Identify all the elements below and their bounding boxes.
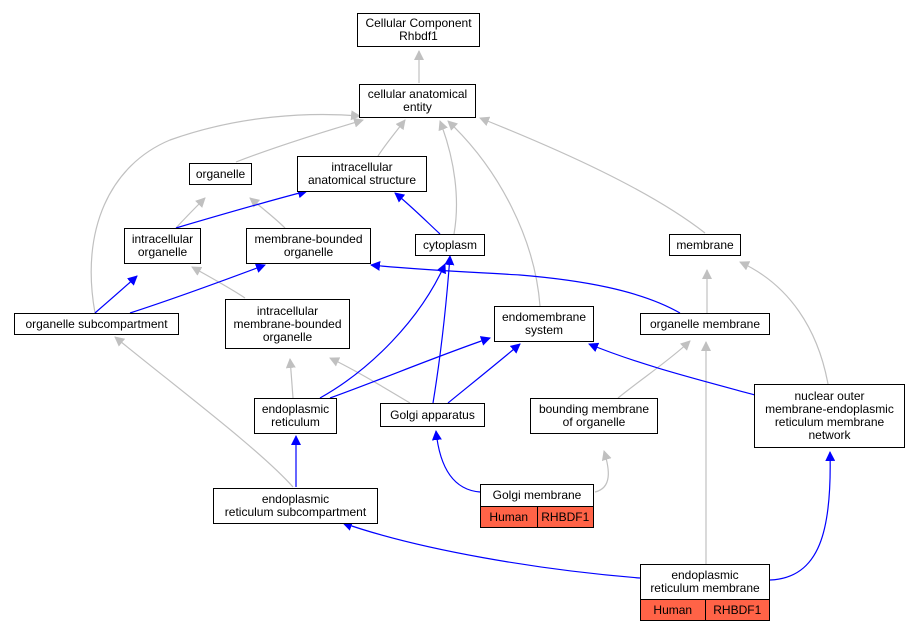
edge-imbo-iorg [191, 266, 246, 299]
edge-iorg-organelle [175, 197, 206, 229]
node-label: organelle membrane [649, 316, 761, 331]
edge-nom-membrane [739, 261, 829, 385]
node-label: reticulum [271, 415, 320, 429]
node-label: reticulum subcompartment [224, 505, 367, 519]
node-membrane[interactable]: membrane [669, 234, 741, 256]
node-label: reticulum membrane [650, 581, 760, 595]
annotation-species: Human [489, 510, 529, 524]
node-label: nuclear outer [794, 389, 865, 403]
node-label: membrane [676, 237, 734, 252]
annotation-golgi-membrane: Human RHBDF1 [480, 506, 594, 528]
edge-golgi-endo [447, 343, 521, 404]
node-golgi-membrane[interactable]: Golgi membrane [480, 484, 594, 507]
edge-membrane-cae [479, 116, 706, 234]
node-organelle-subcompartment[interactable]: organelle subcompartment [14, 313, 179, 335]
edge-ias-cae [377, 119, 406, 157]
node-golgi-apparatus[interactable]: Golgi apparatus [380, 403, 485, 427]
node-organelle[interactable]: organelle [189, 163, 252, 185]
annotation-gene: RHBDF1 [704, 600, 770, 620]
edge-organelle-cae [235, 117, 364, 163]
edge-golgi-imbo [329, 357, 411, 404]
edge-iorg-ias [175, 188, 308, 229]
edge-osub-iorg [94, 275, 138, 314]
node-label: of organelle [562, 415, 626, 429]
node-endoplasmic-reticulum-subcompartment[interactable]: endoplasmic reticulum subcompartment [213, 488, 378, 524]
node-label: intracellular [331, 160, 393, 174]
node-label: Golgi membrane [492, 488, 582, 502]
node-label: bounding membrane [538, 402, 650, 416]
edge-omem-mbo [370, 260, 681, 314]
edge-golgi-cytoplasm [432, 255, 455, 404]
annotation-gene: RHBDF1 [536, 507, 594, 527]
node-label: endomembrane [501, 310, 587, 324]
annotation-species: Human [653, 603, 693, 617]
edge-er-cytoplasm [319, 263, 446, 399]
edge-endo-cae [447, 120, 541, 307]
node-label: cytoplasm [422, 237, 478, 252]
node-label: endoplasmic [261, 492, 330, 506]
edge-osub-cae [90, 110, 361, 314]
edge-golgimem-bmo [594, 450, 612, 493]
node-label: Rhbdf1 [399, 29, 438, 43]
node-cytoplasm[interactable]: cytoplasm [415, 234, 485, 256]
node-label: reticulum membrane [774, 415, 885, 429]
node-label: network [808, 428, 851, 442]
node-endoplasmic-reticulum[interactable]: endoplasmic reticulum [254, 398, 337, 434]
node-intracellular-organelle[interactable]: intracellular organelle [124, 228, 201, 264]
node-label: organelle [137, 245, 188, 259]
edge-ermem-nom [769, 451, 836, 581]
node-label: membrane-endoplasmic [765, 402, 894, 416]
edge-er-endo [329, 336, 491, 399]
node-label: membrane-bounded [233, 316, 342, 331]
node-bounding-membrane-of-organelle[interactable]: bounding membrane of organelle [530, 398, 658, 434]
node-cellular-component-root[interactable]: Cellular Component Rhbdf1 [357, 13, 480, 47]
node-label: organelle subcompartment [25, 316, 168, 331]
node-label: system [524, 323, 563, 337]
node-label: organelle [262, 329, 313, 344]
node-intracellular-membrane-bounded-organelle[interactable]: intracellular membrane-bounded organelle [225, 299, 350, 349]
node-label: endoplasmic [671, 568, 739, 582]
node-label: organelle [195, 166, 246, 181]
node-cellular-anatomical-entity[interactable]: cellular anatomical entity [359, 84, 476, 118]
edge-er-imbo [285, 358, 296, 399]
node-label: organelle [283, 245, 334, 259]
node-label: cellular anatomical [367, 87, 468, 101]
node-intracellular-anatomical-structure[interactable]: intracellular anatomical structure [297, 156, 427, 192]
node-endomembrane-system[interactable]: endomembrane system [494, 306, 594, 342]
node-label: anatomical structure [307, 173, 417, 187]
node-label: membrane-bounded [254, 232, 363, 246]
node-label: intracellular [256, 303, 319, 318]
edge-mbo-organelle [249, 197, 286, 229]
node-label: Cellular Component [365, 16, 472, 30]
node-organelle-membrane[interactable]: organelle membrane [640, 313, 770, 335]
annotation-er-membrane: Human RHBDF1 [640, 599, 770, 621]
node-label: Golgi apparatus [390, 407, 475, 422]
edge-cytoplasm-cae [438, 120, 458, 235]
edge-ersub-osub [114, 336, 294, 488]
node-label: endoplasmic [261, 402, 330, 416]
edge-golgimem-golgi [431, 430, 481, 493]
edge-nom-endo [588, 342, 756, 396]
edge-osub-mbo [129, 263, 266, 314]
edge-cytoplasm-ias [394, 192, 441, 235]
node-label: intracellular [131, 232, 194, 246]
node-nuclear-outer-membrane-er-network[interactable]: nuclear outer membrane-endoplasmic retic… [754, 384, 905, 448]
edge-ermem-ersub [342, 521, 641, 579]
node-label: entity [403, 100, 432, 114]
node-endoplasmic-reticulum-membrane[interactable]: endoplasmic reticulum membrane [640, 564, 770, 600]
node-membrane-bounded-organelle[interactable]: membrane-bounded organelle [246, 228, 371, 264]
edge-bmo-omem [617, 340, 691, 399]
